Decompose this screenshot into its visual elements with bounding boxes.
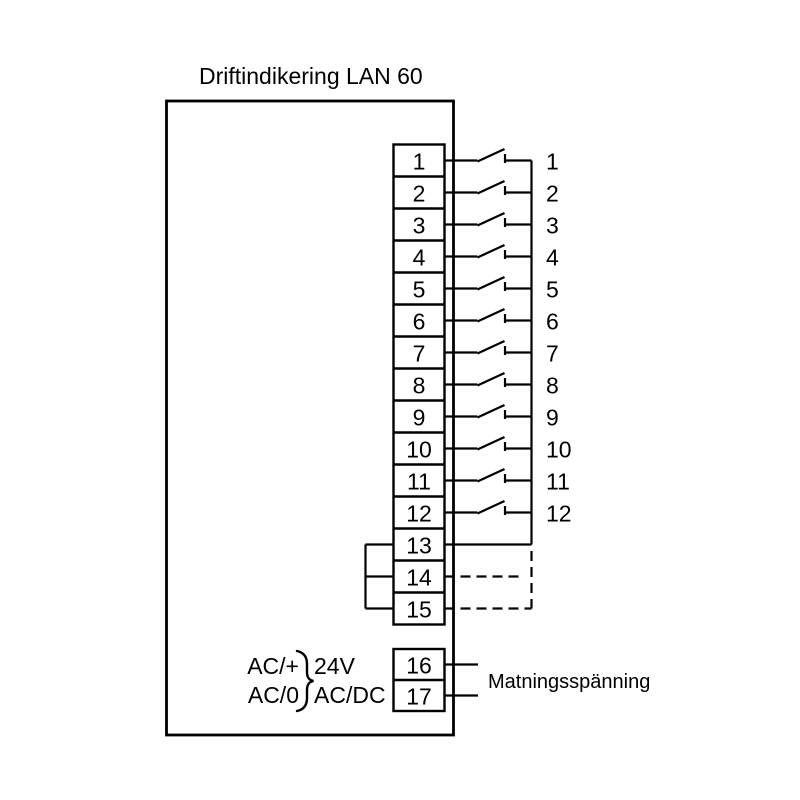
output-number: 2 bbox=[546, 181, 559, 207]
output-number: 3 bbox=[546, 213, 559, 239]
contact-switch bbox=[443, 179, 533, 197]
terminal-number: 5 bbox=[413, 277, 426, 303]
terminal-number: 8 bbox=[413, 373, 426, 399]
contact-switch bbox=[443, 147, 533, 165]
terminal-number: 1 bbox=[413, 149, 426, 175]
contact-switch bbox=[443, 499, 533, 517]
contact-switch bbox=[443, 435, 533, 453]
output-number: 9 bbox=[546, 405, 559, 431]
power-supply-labels: AC/+ AC/0 24V AC/DC bbox=[247, 649, 386, 713]
device-outline bbox=[165, 99, 455, 737]
terminal-number: 6 bbox=[413, 309, 426, 335]
contact-switch bbox=[443, 275, 533, 293]
contact-switch bbox=[443, 467, 533, 485]
jumper-13-14-15 bbox=[364, 543, 394, 610]
curly-brace bbox=[295, 649, 314, 713]
contact-switches-1-12 bbox=[443, 147, 533, 517]
supply-voltage-label: Matningsspänning bbox=[488, 671, 650, 693]
contact-switch bbox=[443, 307, 533, 325]
terminal-number: 16 bbox=[406, 653, 432, 679]
ac-zero-label: AC/0 bbox=[248, 682, 299, 708]
power-terminal-block: 16 17 bbox=[392, 647, 478, 713]
terminal-number: 17 bbox=[406, 684, 432, 710]
output-numbers: 1 2 3 4 5 6 7 8 9 10 11 12 bbox=[546, 149, 572, 527]
terminal-number: 9 bbox=[413, 405, 426, 431]
terminal-number: 7 bbox=[413, 341, 426, 367]
output-number: 10 bbox=[546, 437, 572, 463]
output-number: 7 bbox=[546, 341, 559, 367]
terminal-number: 14 bbox=[406, 565, 432, 591]
terminal-number: 4 bbox=[413, 245, 426, 271]
ac-dc-label: AC/DC bbox=[314, 682, 386, 708]
output-number: 6 bbox=[546, 309, 559, 335]
output-number: 11 bbox=[546, 469, 570, 495]
terminal-number: 2 bbox=[413, 181, 426, 207]
output-number: 1 bbox=[546, 149, 559, 175]
contact-switch bbox=[443, 243, 533, 261]
terminal-number: 3 bbox=[413, 213, 426, 239]
terminal-number: 12 bbox=[406, 501, 432, 527]
ac-plus-label: AC/+ bbox=[247, 653, 299, 679]
terminal-strip-1-15: 1 2 3 4 5 6 7 8 9 10 11 12 13 14 15 bbox=[392, 143, 446, 626]
output-number: 5 bbox=[546, 277, 559, 303]
contact-switch bbox=[443, 371, 533, 389]
terminal-number: 15 bbox=[406, 597, 432, 623]
voltage-label: 24V bbox=[314, 653, 356, 679]
contact-switch bbox=[443, 339, 533, 357]
diagram-title: Driftindikering LAN 60 bbox=[199, 63, 423, 89]
contact-switch bbox=[443, 211, 533, 229]
terminal-number: 13 bbox=[406, 533, 432, 559]
output-number: 8 bbox=[546, 373, 559, 399]
output-number: 4 bbox=[546, 245, 559, 271]
terminal-number: 11 bbox=[407, 469, 431, 495]
output-number: 12 bbox=[546, 501, 572, 527]
contact-switch bbox=[443, 403, 533, 421]
terminal-number: 10 bbox=[406, 437, 432, 463]
